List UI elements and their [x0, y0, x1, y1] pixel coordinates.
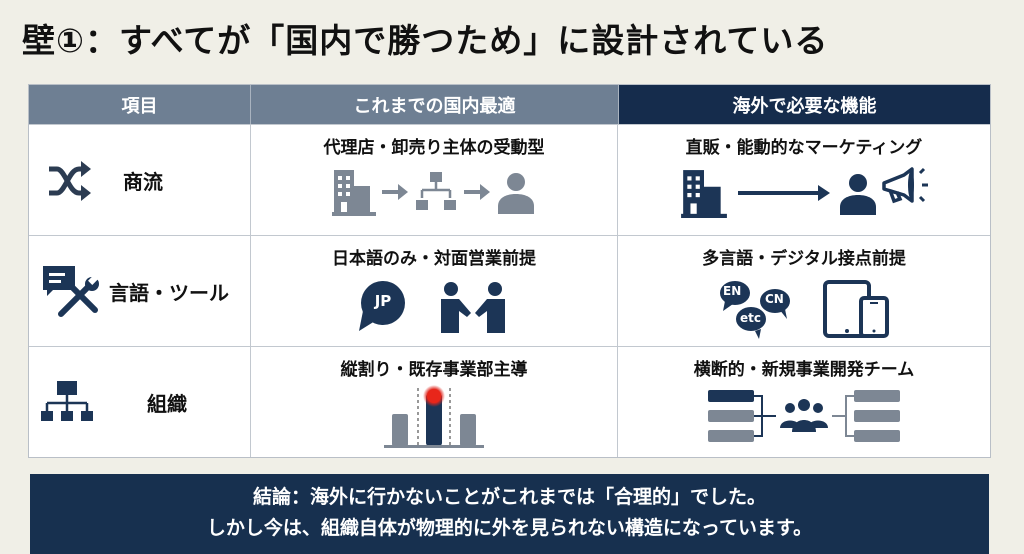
overseas-cell: 横断的・新規事業開発チーム	[618, 347, 990, 457]
table-row: 商流 代理店・卸売り主体の受動型	[29, 124, 990, 235]
megaphone-icon	[882, 167, 928, 204]
building-icon	[332, 170, 376, 216]
table-row: 言語・ツール 日本語のみ・対面営業前提 JP 多言語・デジタル接点前提	[29, 235, 990, 346]
header-overseas: 海外で必要な機能	[619, 85, 990, 124]
org-chart-icon	[41, 381, 93, 421]
bubble-label-etc: etc	[740, 311, 761, 325]
table-header: 項目 これまでの国内最適 海外で必要な機能	[29, 85, 990, 124]
bubble-label-en: EN	[723, 284, 742, 298]
jp-bubble-label: JP	[374, 292, 392, 310]
conclusion-line-1: 結論：海外に行かないことがこれまでは「合理的」でした。	[252, 486, 766, 508]
jp-speech-bubble-icon: JP	[357, 281, 407, 333]
chat-tools-icon	[43, 266, 99, 317]
shuffle-icon	[49, 161, 91, 201]
item-label: 組織	[147, 391, 187, 416]
overseas-text: 横断的・新規事業開発チーム	[693, 360, 915, 380]
person-icon	[840, 174, 876, 215]
multilingual-bubbles-icon: EN CN etc	[719, 279, 793, 339]
building-icon	[681, 170, 727, 218]
person-icon	[498, 173, 534, 214]
domestic-text: 日本語のみ・対面営業前提	[332, 249, 536, 269]
domestic-cell: 代理店・卸売り主体の受動型	[251, 125, 618, 235]
domestic-cell: 日本語のみ・対面営業前提 JP	[251, 236, 618, 346]
overseas-text: 多言語・デジタル接点前提	[702, 249, 906, 269]
domestic-text: 代理店・卸売り主体の受動型	[323, 138, 545, 158]
item-label: 言語・ツール	[109, 280, 229, 305]
cross-functional-team-icon	[708, 390, 900, 442]
item-cell: 言語・ツール	[29, 236, 251, 346]
hierarchy-icon	[416, 172, 456, 210]
silo-bars-icon	[384, 385, 484, 448]
overseas-cell: 多言語・デジタル接点前提 EN CN etc	[618, 236, 990, 346]
long-arrow-right-icon	[738, 185, 830, 201]
handshake-icon	[441, 282, 505, 333]
page-title: 壁①：すべてが「国内で勝つため」に設計されている	[22, 21, 829, 60]
conclusion-banner: 結論：海外に行かないことがこれまでは「合理的」でした。 しかし今は、組織自体が物…	[30, 474, 989, 554]
tablet-phone-icon	[823, 280, 889, 338]
overseas-cell: 直販・能動的なマーケティング	[618, 125, 990, 235]
table-row: 組織 縦割り・既存事業部主導 横断的・新規事業開発チーム	[29, 346, 990, 457]
bubble-label-cn: CN	[765, 292, 784, 306]
header-item: 項目	[29, 85, 251, 124]
conclusion-line-2: しかし今は、組織自体が物理的に外を見られない構造になっています。	[206, 517, 813, 539]
item-label: 商流	[123, 169, 163, 194]
item-cell: 商流	[29, 125, 251, 235]
item-cell: 組織	[29, 347, 251, 457]
comparison-table: 項目 これまでの国内最適 海外で必要な機能 商流 代理店・卸売り主体の受動型	[28, 84, 991, 458]
arrow-right-icon	[382, 184, 408, 200]
domestic-text: 縦割り・既存事業部主導	[340, 360, 528, 380]
overseas-text: 直販・能動的なマーケティング	[685, 138, 923, 158]
header-domestic: これまでの国内最適	[251, 85, 619, 124]
domestic-cell: 縦割り・既存事業部主導	[251, 347, 618, 457]
arrow-right-icon	[464, 184, 490, 200]
